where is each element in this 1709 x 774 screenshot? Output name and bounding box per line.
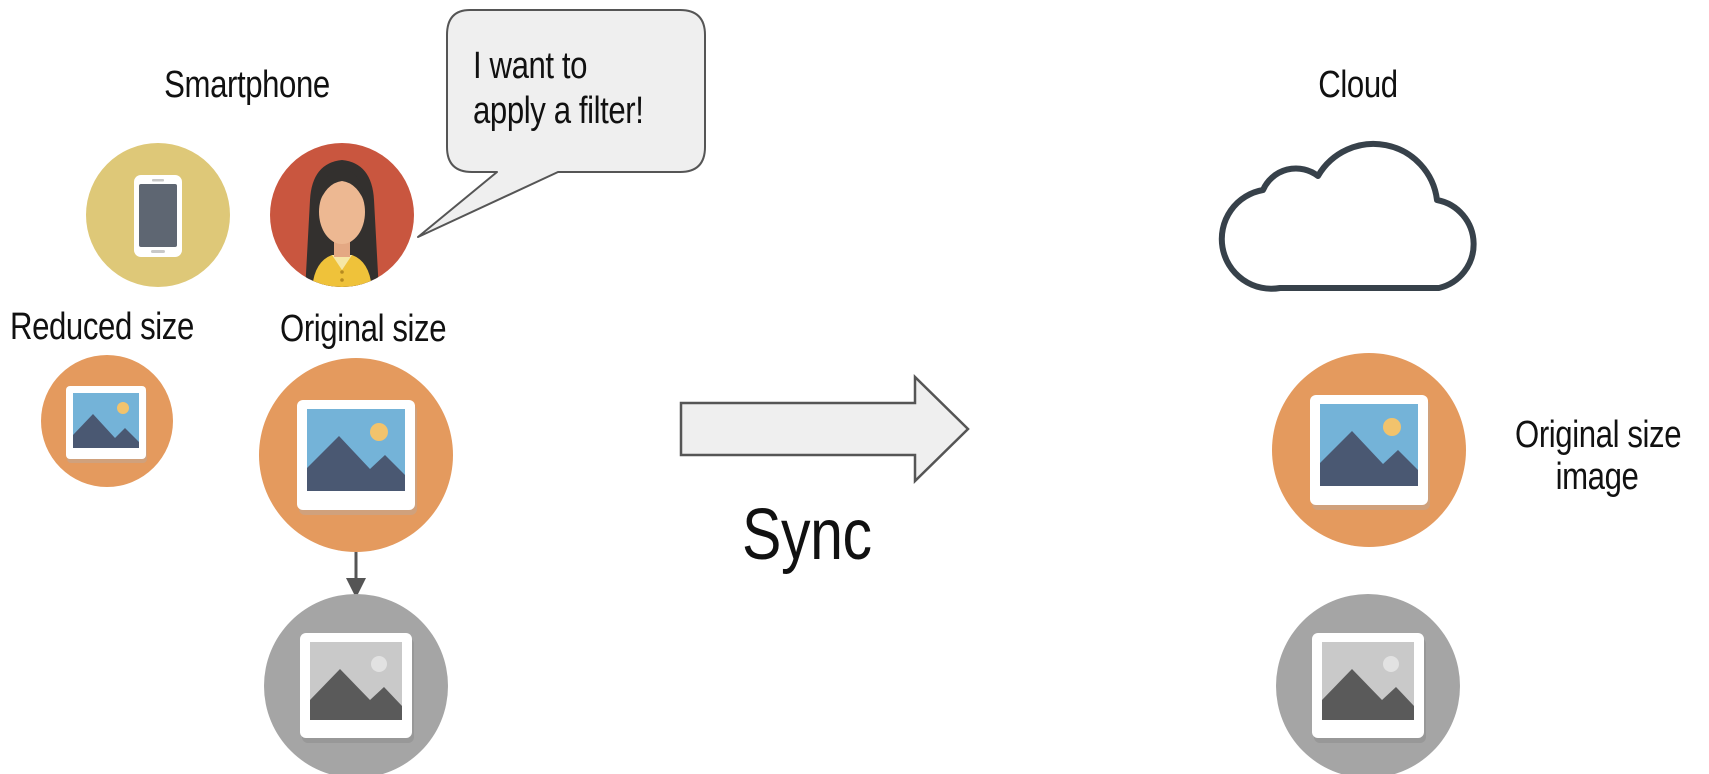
original-image-icon <box>259 358 453 552</box>
filtered-image-icon <box>264 594 448 774</box>
original-size-label: Original size <box>280 308 447 350</box>
person-avatar-icon <box>270 143 414 287</box>
speech-bubble-text: I want to apply a filter! <box>473 44 644 134</box>
cloud-caption-line-1: Original size <box>1515 414 1682 456</box>
cloud-icon <box>1218 140 1477 292</box>
speech-line-1: I want to <box>473 45 588 87</box>
cloud-title: Cloud <box>1318 64 1398 106</box>
phone-icon <box>86 143 230 287</box>
arrow-down-icon <box>346 552 366 598</box>
cloud-caption-line-2: image <box>1555 456 1639 498</box>
arrow-right-icon <box>679 374 970 484</box>
cloud-image-caption: Original size image <box>1515 414 1682 498</box>
smartphone-title: Smartphone <box>164 64 330 106</box>
reduced-image-icon <box>41 355 173 487</box>
speech-bubble <box>417 9 706 238</box>
sync-label: Sync <box>742 495 872 575</box>
speech-line-2: apply a filter! <box>473 90 644 132</box>
cloud-filtered-image-icon <box>1276 594 1460 774</box>
reduced-size-label: Reduced size <box>10 306 194 348</box>
cloud-original-image-icon <box>1272 353 1466 547</box>
